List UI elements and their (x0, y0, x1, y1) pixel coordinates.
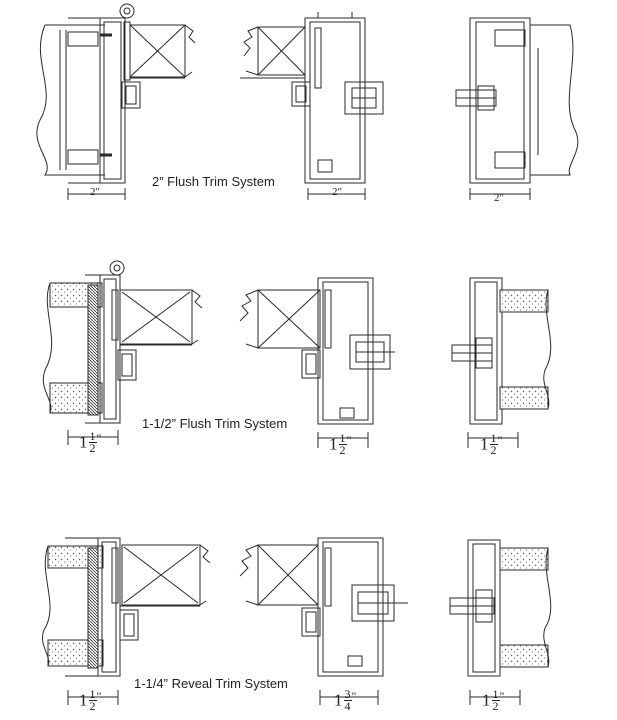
dim-row1-right: 2" (494, 192, 504, 204)
row3-wall-jamb-detail (449, 539, 552, 705)
row1-hinge-jamb-detail (36, 3, 196, 200)
dim-row1-middle: 2" (332, 186, 342, 198)
dim-row1-left: 2" (90, 186, 100, 198)
row3-hinge-jamb-detail (42, 537, 211, 705)
caption-1-1-2in-flush-trim: 1-1/2” Flush Trim System (142, 416, 288, 431)
row2-wall-jamb-detail (451, 277, 552, 448)
row2-strike-jamb-detail (239, 277, 395, 448)
row2-hinge-jamb-detail (42, 260, 203, 445)
row1-strike-jamb-detail (240, 12, 384, 200)
row3-strike-jamb-detail (239, 537, 408, 705)
row1-wall-jamb-detail (455, 17, 579, 200)
caption-1-1-4in-reveal-trim: 1-1/4” Reveal Trim System (134, 676, 288, 691)
caption-2in-flush-trim: 2” Flush Trim System (152, 174, 275, 189)
